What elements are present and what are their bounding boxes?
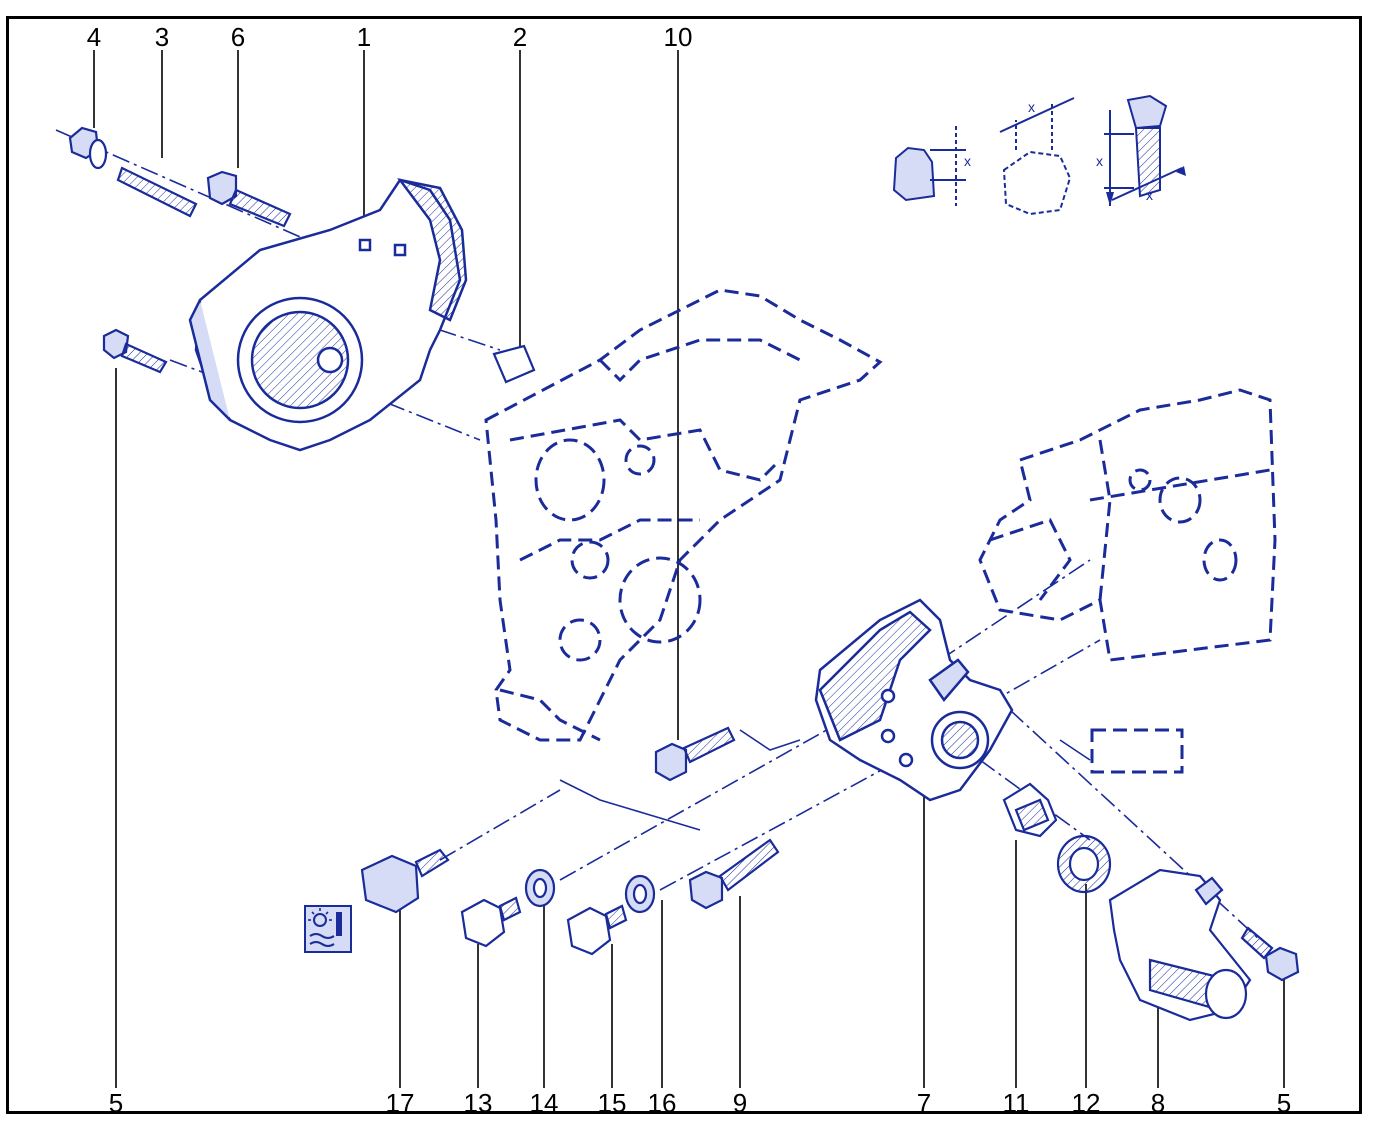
bolts-top-left — [68, 126, 536, 384]
length-inset-symbols — [892, 94, 1186, 216]
callout-12: 12 — [1071, 1088, 1101, 1118]
water-pump — [188, 178, 468, 452]
callout-4: 4 — [86, 22, 102, 52]
engine-block-phantom — [484, 288, 1277, 774]
bolt-10 — [654, 726, 736, 782]
callout-3: 3 — [154, 22, 170, 52]
callout-9: 9 — [732, 1088, 748, 1118]
callout-14: 14 — [529, 1088, 559, 1118]
callout-10: 10 — [663, 22, 693, 52]
coolant-temperature-icon — [304, 905, 352, 953]
callout-2: 2 — [512, 22, 528, 52]
callout-5-left: 5 — [108, 1088, 124, 1118]
callout-8: 8 — [1150, 1088, 1166, 1118]
inset-label-x-2: x — [1028, 99, 1035, 115]
callout-11: 11 — [1002, 1088, 1030, 1118]
inset-label-x-4: x — [1146, 187, 1153, 203]
assembly-axis-lines — [55, 129, 1261, 941]
inset-label-x-3: x — [1096, 153, 1103, 169]
callout-6: 6 — [230, 22, 246, 52]
inset-label-x-1: x — [964, 153, 971, 169]
lower-parts — [360, 782, 1300, 1022]
diagram-frame — [6, 16, 1362, 1114]
callout-17: 17 — [385, 1088, 415, 1118]
callout-13: 13 — [463, 1088, 493, 1118]
callout-5-right: 5 — [1276, 1088, 1292, 1118]
callout-7: 7 — [916, 1088, 932, 1118]
callout-15: 15 — [597, 1088, 627, 1118]
callout-16: 16 — [647, 1088, 677, 1118]
guide-lines — [559, 729, 1091, 831]
thermostat-housing — [814, 598, 1014, 802]
callout-1: 1 — [356, 22, 372, 52]
